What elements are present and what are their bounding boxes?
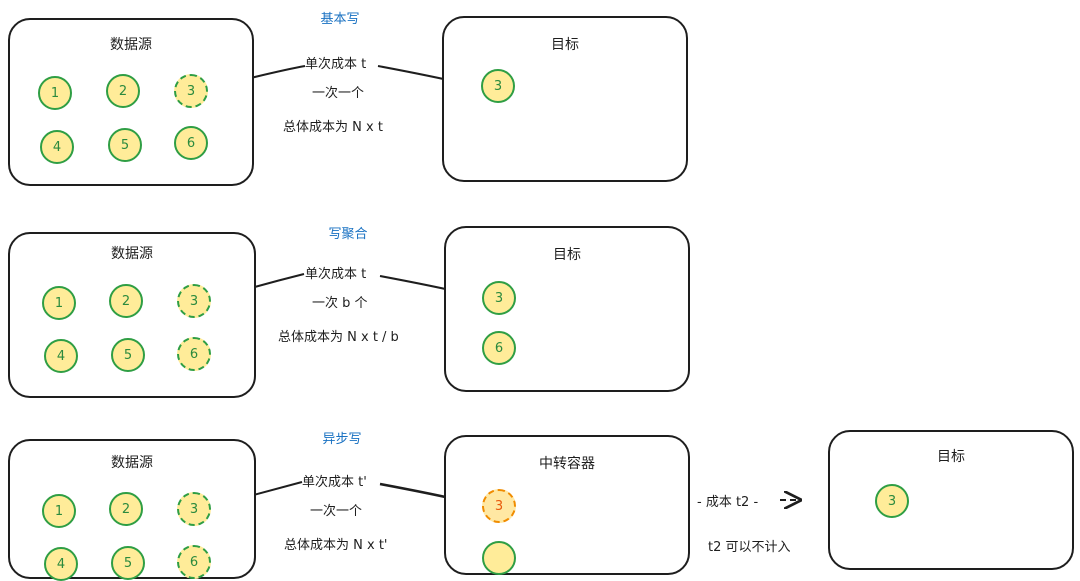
target-box-title: 目标 [553,247,581,263]
cost-note-batch: 一次一个 [312,86,365,101]
data-node: 3 [177,284,211,318]
data-node: 3 [482,281,516,315]
data-node: 1 [38,76,72,110]
data-node: 6 [174,126,208,160]
data-node: 6 [177,545,211,579]
data-node: 2 [106,74,140,108]
data-node: 3 [482,489,516,523]
data-node: 2 [109,284,143,318]
data-node: 4 [44,547,78,581]
target-box-title: 目标 [937,449,965,465]
data-node: 3 [177,492,211,526]
data-node: 4 [44,339,78,373]
data-node: 1 [42,494,76,528]
source-box: 数据源 1 2 3 4 5 6 [8,439,256,581]
data-node: 2 [109,492,143,526]
data-node: 3 [174,74,208,108]
target-box: 目标 3 6 [444,226,690,392]
cost-note-total: 总体成本为 N x t [283,120,383,135]
data-node: 4 [40,130,74,164]
data-node: 5 [108,128,142,162]
source-box-title: 数据源 [110,37,152,53]
data-node [482,541,516,575]
source-box-title: 数据源 [111,455,153,471]
section-title-basic-write: 基本写 [320,12,360,27]
section-title-write-aggregation: 写聚合 [328,227,368,242]
relay-cost-note: - 成本 t2 - [697,495,759,510]
source-box-title: 数据源 [111,246,153,262]
data-node: 5 [111,546,145,580]
data-node: 6 [482,331,516,365]
cost-note-batch: 一次 b 个 [312,296,368,311]
relay-box-title: 中转容器 [539,456,595,472]
source-box: 数据源 1 2 3 4 5 6 [8,232,256,398]
cost-note-single: 单次成本 t [305,267,367,282]
source-box: 数据源 1 2 3 4 5 6 [8,18,254,186]
cost-note-total: 总体成本为 N x t / b [278,330,399,345]
section-title-async-write: 异步写 [322,432,362,447]
relay-container-box: 中转容器 3 [444,435,690,575]
cost-note-single: 单次成本 t' [302,475,367,490]
cost-note-batch: 一次一个 [310,504,363,519]
data-node: 1 [42,286,76,320]
target-box-title: 目标 [551,37,579,53]
cost-note-total: 总体成本为 N x t' [284,538,388,553]
target-box: 目标 3 [442,16,688,182]
data-node: 5 [111,338,145,372]
data-node: 3 [875,484,909,518]
data-node: 3 [481,69,515,103]
target-box: 目标 3 [828,430,1074,570]
relay-cost-exclude-note: t2 可以不计入 [708,540,791,555]
data-node: 6 [177,337,211,371]
cost-note-single: 单次成本 t [305,57,367,72]
